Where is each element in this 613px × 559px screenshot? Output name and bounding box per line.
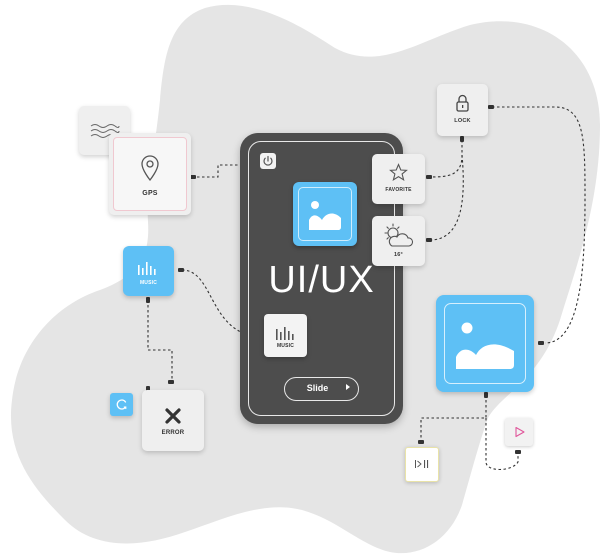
image-icon (309, 201, 341, 230)
favorite-label: FAVORITE (385, 187, 412, 193)
play-pause-icon (415, 460, 429, 468)
connector-image-play (485, 418, 519, 471)
refresh-tile[interactable] (110, 393, 133, 416)
phone-image-tile[interactable] (293, 182, 357, 246)
connector-nub (488, 105, 494, 109)
phone-music-tile[interactable]: MUSIC (264, 314, 307, 357)
lock-tile[interactable]: LOCK (437, 84, 488, 136)
connector-nub (515, 450, 521, 454)
play-tile[interactable] (505, 418, 533, 446)
slide-button[interactable]: Slide (284, 377, 359, 401)
connector-gps-phone (192, 164, 240, 178)
play-icon (515, 426, 525, 438)
weather-temperature: 16° (394, 252, 403, 258)
connector-nub (190, 175, 196, 179)
phone-music-label: MUSIC (276, 343, 295, 349)
connector-nub (146, 386, 150, 392)
connector-nub (460, 136, 464, 142)
weather-tile[interactable]: 16° (372, 216, 425, 266)
refresh-icon (116, 399, 127, 410)
arrow-right-icon (346, 384, 350, 390)
lock-label: LOCK (454, 118, 471, 124)
dashed-connectors (147, 106, 586, 471)
connector-nub (538, 341, 544, 345)
equalizer-icon (276, 327, 294, 340)
phone-title: UI/UX (268, 259, 375, 301)
lock-icon (456, 94, 469, 112)
connector-nub (426, 238, 432, 242)
connector-nub (178, 268, 184, 272)
power-button[interactable] (260, 153, 276, 169)
connector-nub (426, 175, 432, 179)
power-icon (263, 155, 273, 166)
connector-lock-image (492, 106, 586, 344)
phone-screen-border (248, 141, 395, 416)
map-pin-icon (141, 155, 159, 182)
favorite-tile[interactable]: FAVORITE (372, 154, 425, 204)
connector-nub (146, 297, 150, 303)
connector-music (181, 269, 263, 338)
equalizer-icon (138, 262, 156, 275)
slide-button-label: Slide (306, 383, 329, 393)
connector-nub (484, 392, 488, 398)
connector-image-player (420, 395, 487, 440)
music-label: MUSIC (139, 280, 158, 286)
error-tile[interactable]: ERROR (142, 390, 204, 451)
image-icon (456, 322, 514, 369)
player-tile[interactable] (405, 447, 439, 482)
music-tile[interactable]: MUSIC (123, 246, 174, 296)
connector-nub (168, 380, 174, 384)
gps-label: GPS (142, 190, 158, 197)
connector-nub (418, 440, 424, 444)
close-icon (165, 408, 181, 424)
large-image-tile[interactable] (436, 295, 534, 392)
connector-music-error (147, 300, 173, 380)
gps-tile[interactable]: GPS (109, 133, 191, 215)
weather-icon (384, 223, 414, 247)
error-label: ERROR (161, 430, 185, 436)
star-icon (389, 163, 408, 182)
